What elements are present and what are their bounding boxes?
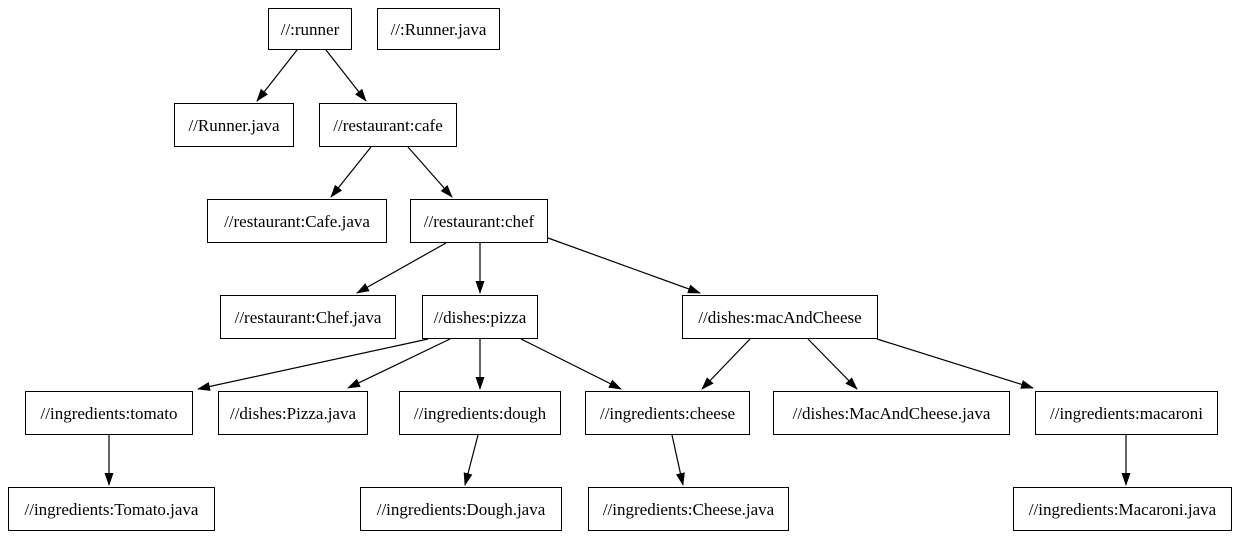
graph-node-label: //ingredients:tomato xyxy=(40,403,178,423)
graph-node-label: //Runner.java xyxy=(188,115,280,135)
graph-node-runner: //:runner xyxy=(268,8,352,50)
graph-node-label: //ingredients:macaroni xyxy=(1050,403,1203,423)
graph-node-cafe: //restaurant:cafe xyxy=(319,103,457,147)
graph-node-label: //ingredients:Dough.java xyxy=(376,499,546,519)
graph-node-label: //:Runner.java xyxy=(390,19,487,39)
graph-node-label: //restaurant:Cafe.java xyxy=(224,211,370,231)
graph-node-label: //restaurant:cafe xyxy=(333,115,443,135)
graph-node-tomato: //ingredients:tomato xyxy=(25,391,193,435)
graph-node-macaroni-java: //ingredients:Macaroni.java xyxy=(1013,487,1232,531)
graph-node-label: //:runner xyxy=(280,19,340,39)
graph-node-chef: //restaurant:chef xyxy=(410,199,548,243)
graph-node-cafe-java: //restaurant:Cafe.java xyxy=(207,199,387,243)
graph-node-tomato-java: //ingredients:Tomato.java xyxy=(8,487,215,531)
graph-node-macaroni: //ingredients:macaroni xyxy=(1035,391,1218,435)
graph-node-dough-java: //ingredients:Dough.java xyxy=(360,487,562,531)
graph-node-label: //dishes:MacAndCheese.java xyxy=(792,403,991,423)
graph-node-label: //restaurant:chef xyxy=(423,211,535,231)
graph-node-mac-and-cheese: //dishes:macAndCheese xyxy=(682,295,878,339)
graph-node-label: //dishes:Pizza.java xyxy=(229,403,357,423)
graph-node-label: //ingredients:Tomato.java xyxy=(24,499,199,519)
graph-node-label: //restaurant:Chef.java xyxy=(234,307,382,327)
graph-node-cheese-java: //ingredients:Cheese.java xyxy=(588,487,789,531)
graph-node-label: //dishes:macAndCheese xyxy=(698,307,862,327)
graph-node-pizza-java: //dishes:Pizza.java xyxy=(218,391,368,435)
graph-node-pizza: //dishes:pizza xyxy=(422,295,538,339)
graph-node-label: //ingredients:Macaroni.java xyxy=(1028,499,1217,519)
graph-node-runner-java: //Runner.java xyxy=(174,103,294,147)
graph-node-label: //ingredients:Cheese.java xyxy=(602,499,775,519)
graph-node-mac-and-cheese-java: //dishes:MacAndCheese.java xyxy=(773,391,1010,435)
graph-node-label: //ingredients:cheese xyxy=(599,403,735,423)
graph-node-label: //ingredients:dough xyxy=(413,403,547,423)
graph-node-cheese: //ingredients:cheese xyxy=(585,391,750,435)
graph-node-dough: //ingredients:dough xyxy=(399,391,561,435)
graph-node-root-runner-java: //:Runner.java xyxy=(377,8,500,50)
graph-node-label: //dishes:pizza xyxy=(433,307,527,327)
graph-node-chef-java: //restaurant:Chef.java xyxy=(220,295,396,339)
